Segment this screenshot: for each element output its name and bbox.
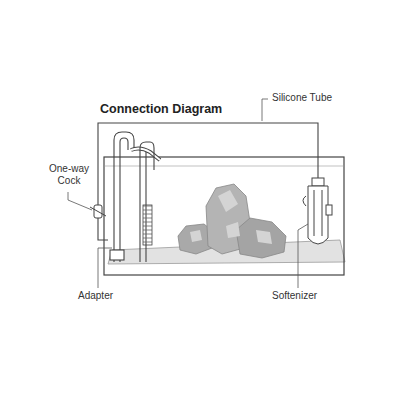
part-label: Silicone Tube <box>272 92 332 104</box>
leader-lines <box>68 99 308 288</box>
part-label: Adapter <box>78 290 113 302</box>
softenizer <box>303 178 332 244</box>
filter-pipes <box>110 132 160 262</box>
one-way-cock <box>90 205 106 218</box>
silicone-tube <box>98 123 318 240</box>
diagram-title: Connection Diagram <box>100 103 222 115</box>
part-label: Softenizer <box>272 290 317 302</box>
part-label: One-way Cock <box>44 163 94 187</box>
rocks <box>178 184 286 258</box>
